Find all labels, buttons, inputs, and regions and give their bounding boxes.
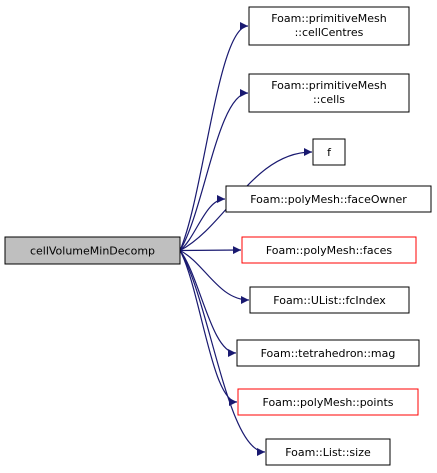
callee-node-label: Foam::polyMesh::faceOwner — [250, 193, 407, 206]
callee-node-label: ::cellCentres — [295, 26, 364, 39]
call-edge — [179, 246, 242, 255]
callee-node[interactable]: Foam::polyMesh::points — [237, 388, 419, 416]
source-node-label: cellVolumeMinDecomp — [30, 245, 155, 258]
call-edge — [179, 195, 226, 251]
callee-node-label: Foam::List::size — [285, 446, 371, 459]
call-edge — [179, 250, 237, 357]
callee-node[interactable]: Foam::primitiveMesh::cellCentres — [248, 6, 410, 46]
callee-node-box — [236, 339, 420, 367]
callee-node[interactable]: Foam::List::size — [265, 438, 391, 466]
callee-node-label: Foam::primitiveMesh — [271, 79, 387, 92]
call-edge — [179, 22, 249, 251]
callee-node-box — [248, 73, 410, 113]
call-edge — [179, 250, 238, 406]
callee-node-box — [248, 6, 410, 46]
callee-nodes: Foam::primitiveMesh::cellCentresFoam::pr… — [225, 6, 432, 466]
callee-node-box — [237, 388, 419, 416]
call-edge — [179, 249, 250, 304]
callee-node[interactable]: Foam::primitiveMesh::cells — [248, 73, 410, 113]
callee-node[interactable]: Foam::polyMesh::faceOwner — [225, 185, 432, 213]
source-node-cellVolumeMinDecomp[interactable]: cellVolumeMinDecomp — [4, 236, 181, 265]
callee-node-box — [241, 236, 417, 264]
callee-node-label: Foam::primitiveMesh — [271, 12, 387, 25]
callee-node-box — [265, 438, 391, 466]
callee-node-box — [312, 138, 346, 166]
callee-node-label: Foam::tetrahedron::mag — [261, 347, 396, 360]
callee-node-label: f — [327, 146, 332, 159]
callee-node-label: ::cells — [313, 93, 345, 106]
callee-node[interactable]: Foam::polyMesh::faces — [241, 236, 417, 264]
callee-node-box — [225, 185, 432, 213]
callee-node[interactable]: Foam::UList::fcIndex — [249, 286, 410, 314]
callee-node[interactable]: f — [312, 138, 346, 166]
callee-node-label: Foam::polyMesh::faces — [266, 244, 393, 257]
callee-node-label: Foam::UList::fcIndex — [273, 294, 386, 307]
callee-node-label: Foam::polyMesh::points — [263, 396, 394, 409]
call-edge — [179, 89, 249, 251]
source-node-box — [4, 236, 181, 265]
callee-node-box — [249, 286, 410, 314]
callee-node[interactable]: Foam::tetrahedron::mag — [236, 339, 420, 367]
call-edge — [179, 250, 266, 456]
